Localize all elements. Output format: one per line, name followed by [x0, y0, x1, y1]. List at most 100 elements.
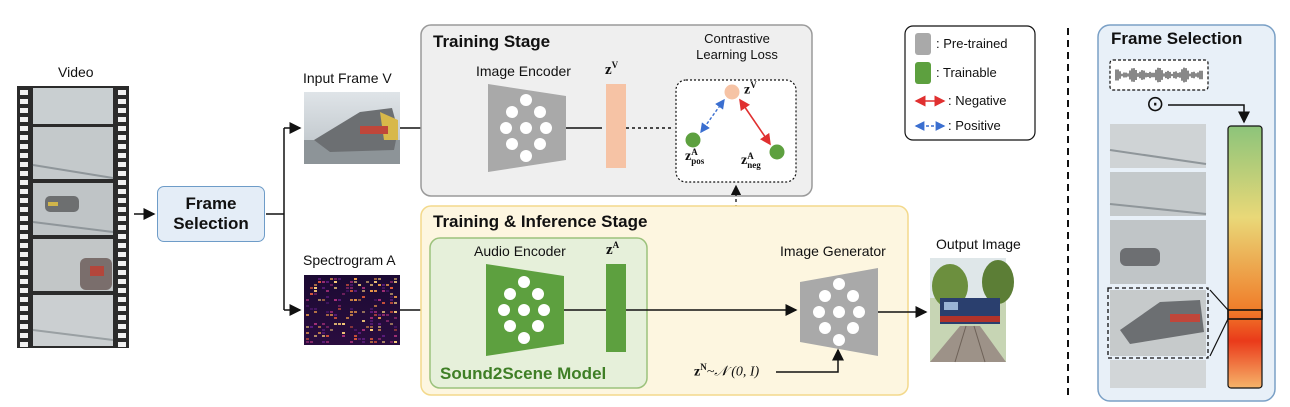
film-sprocket-hole [118, 261, 126, 266]
spectrogram-cell [326, 326, 329, 328]
spectrogram-cell [354, 299, 357, 301]
spectrogram-cell [322, 299, 325, 301]
spectrogram-cell [310, 308, 313, 310]
spectrogram-cell [310, 326, 313, 328]
spectrogram-cell [362, 329, 365, 331]
za-label: zA [606, 240, 620, 258]
candidate-frames [1107, 124, 1209, 388]
model-name: Sound2Scene Model [440, 364, 607, 383]
film-sprocket-hole [118, 234, 126, 239]
output-image-label: Output Image [936, 236, 1021, 252]
spectrogram-cell [338, 308, 341, 310]
spectrogram-cell [314, 308, 317, 310]
selected-frame-highlight [1107, 287, 1209, 359]
spectrogram-cell [346, 290, 349, 292]
spectrogram-cell [374, 314, 377, 316]
film-sprocket-hole [20, 333, 28, 338]
spectrogram-cell [330, 329, 333, 331]
spectrogram-cell [318, 278, 321, 280]
film-sprocket-hole [20, 207, 28, 212]
film-sprocket-hole [118, 342, 126, 347]
film-sprocket-hole [118, 324, 126, 329]
negative-pair-arrow [739, 98, 771, 146]
spectrogram-cell [354, 335, 357, 337]
film-sprocket-hole [118, 243, 126, 248]
spectrogram-cell [386, 314, 389, 316]
film-sprocket-hole [118, 216, 126, 221]
output-image [930, 258, 1014, 363]
noise-label: zN~𝒩 (0, I) [694, 362, 760, 380]
node-zneg [769, 144, 785, 160]
spectrogram-cell [310, 287, 313, 289]
spectrogram-cell [350, 341, 353, 343]
spectrogram-cell [342, 332, 345, 334]
spectrogram-cell [322, 335, 325, 337]
spectrogram-cell [334, 317, 337, 319]
spectrogram-cell [318, 299, 321, 301]
film-sprocket-hole [118, 270, 126, 275]
spectrogram-cell [370, 308, 373, 310]
spectrogram-cell [330, 284, 333, 286]
input-frame-label: Input Frame V [303, 70, 392, 86]
legend-label-pretrained: : Pre-trained [936, 36, 1008, 51]
spectrogram-cell [338, 305, 341, 307]
spectrogram-cell [382, 284, 385, 286]
spectrogram-cell [350, 299, 353, 301]
spectrogram-cell [306, 314, 309, 316]
spectrogram-cell [330, 311, 333, 313]
film-sprocket-hole [118, 108, 126, 113]
spectrogram-cell [306, 338, 309, 340]
spectrogram-cell [314, 311, 317, 313]
spectrogram-cell [314, 290, 317, 292]
spectrogram-cell [350, 311, 353, 313]
spectrogram-cell [326, 335, 329, 337]
legend-box [904, 25, 1036, 141]
spectrogram-cell [354, 290, 357, 292]
spectrogram-label: Spectrogram A [303, 252, 396, 268]
film-sprocket-hole [20, 108, 28, 113]
spectrogram-cell [346, 317, 349, 319]
training-stage-title: Training Stage [433, 32, 551, 51]
spectrogram-cell [370, 317, 373, 319]
spectrogram-cell [382, 311, 385, 313]
inference-stage-title: Training & Inference Stage [433, 212, 648, 231]
spectrogram-cell [326, 296, 329, 298]
spectrogram-cell [350, 326, 353, 328]
node-zv-label: zV [744, 80, 757, 98]
spectrogram-cell [374, 311, 377, 313]
spectrogram-cell [350, 290, 353, 292]
film-sprocket-hole [118, 99, 126, 104]
film-sprocket-hole [20, 126, 28, 131]
spectrogram-cell [362, 311, 365, 313]
spectrogram-cell [350, 284, 353, 286]
spectrogram-cell [394, 311, 397, 313]
film-sprocket-hole [20, 189, 28, 194]
legend-label-trainable: : Trainable [936, 65, 997, 80]
spectrogram-cell [362, 320, 365, 322]
spectrogram-cell [306, 341, 309, 343]
spectrogram-cell [370, 341, 373, 343]
image-generator-block [800, 268, 878, 356]
spectrogram-cell [394, 326, 397, 328]
odot-operator-icon: ⊙ [1146, 91, 1165, 116]
zv-label: zV [605, 60, 619, 78]
positive-pair-arrow [700, 98, 725, 134]
spectrogram-cell [322, 323, 325, 325]
film-sprocket-hole [20, 297, 28, 302]
spectrogram-image [304, 275, 400, 345]
spectrogram-cell [334, 323, 337, 325]
input-frame-image [304, 92, 400, 164]
film-sprocket-hole [20, 99, 28, 104]
spectrogram-cell [390, 323, 393, 325]
film-sprocket-hole [118, 279, 126, 284]
spectrogram-cell [390, 281, 393, 283]
film-sprocket-hole [118, 198, 126, 203]
film-sprocket-hole [118, 144, 126, 149]
film-sprocket-hole [118, 126, 126, 131]
za-embedding-bar [606, 264, 626, 352]
spectrogram-cell [338, 323, 341, 325]
spectrogram-cell [378, 329, 381, 331]
spectrogram-cell [370, 311, 373, 313]
